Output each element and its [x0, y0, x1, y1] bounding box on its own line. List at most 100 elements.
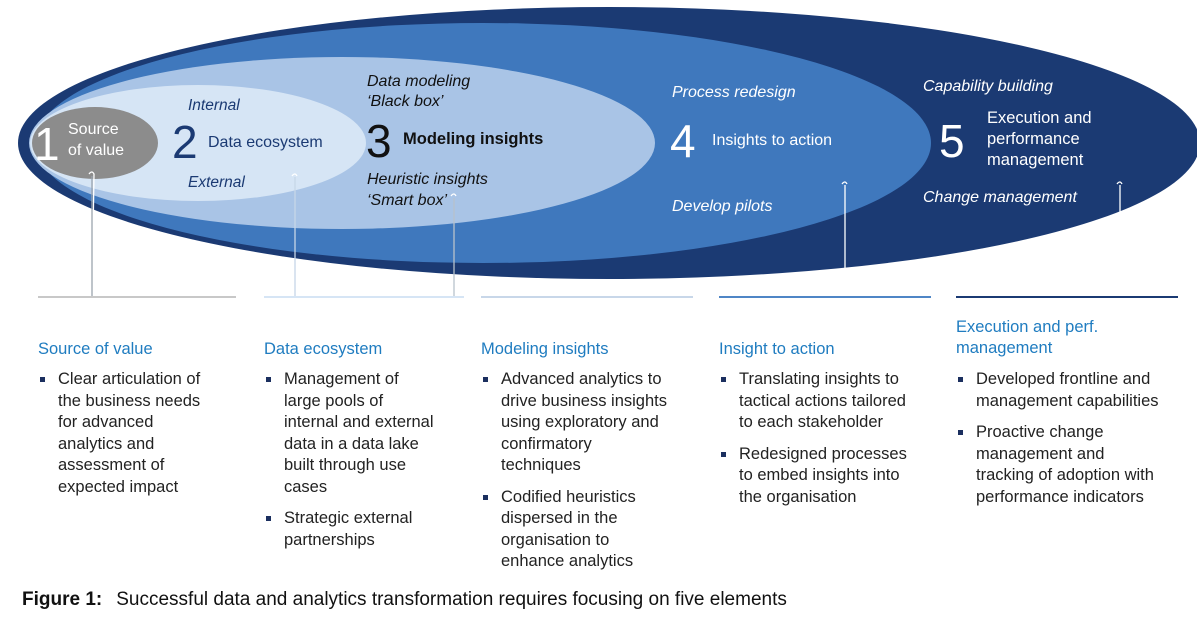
bullet-line: analytics and: [58, 434, 155, 453]
bullet-line: Translating insights to: [739, 370, 899, 388]
connector-4: [841, 181, 848, 185]
column-rule: [38, 296, 236, 298]
stage-5-title-line2: performance: [987, 130, 1080, 148]
nested-ellipses-diagram: 1 Source of value Internal 2 Data ecosys…: [18, 7, 1197, 299]
connector-3: [450, 193, 457, 197]
bullet-line: large pools of: [284, 391, 384, 410]
list-item: Management of large pools of internal an…: [264, 369, 464, 498]
bullet-line: drive business insights: [501, 391, 667, 410]
bullet-icon: [721, 451, 726, 457]
bullet-line: performance indicators: [976, 487, 1144, 506]
bullet-icon: [958, 377, 963, 382]
column-rule: [956, 296, 1178, 298]
stage-2-above: Internal: [188, 97, 240, 114]
stage-3-below-line1: Heuristic insights: [367, 171, 488, 188]
bullet-list: Advanced analytics to drive business ins…: [481, 369, 693, 583]
bullet-line: to embed insights into: [739, 466, 900, 484]
bullet-line: Clear articulation of: [58, 370, 201, 388]
column-heading: Source of value: [38, 340, 153, 358]
column-data-ecosystem: Data ecosystem Management of large pools…: [264, 296, 464, 576]
stage-4-number: 4: [670, 115, 696, 167]
bullet-line: techniques: [501, 456, 581, 474]
column-modeling-insights: Modeling insights Advanced analytics to …: [481, 296, 693, 576]
connector-2: [291, 173, 298, 177]
bullet-icon: [483, 377, 488, 382]
stage-1-title-line2: of value: [68, 142, 124, 159]
column-rule: [481, 296, 693, 298]
figure-caption-label: Figure 1:: [22, 589, 103, 610]
figure-caption-text: Successful data and analytics transforma…: [116, 589, 787, 610]
column-heading: Data ecosystem: [264, 340, 383, 358]
stage-3-above-line1: Data modeling: [367, 73, 470, 90]
list-item: Developed frontline and management capab…: [956, 369, 1178, 412]
bullet-line: the organisation: [739, 487, 857, 506]
bullet-line: enhance analytics: [501, 552, 634, 570]
bullet-line: Redesigned processes: [739, 444, 907, 463]
list-item: Strategic external partnerships: [264, 508, 464, 551]
bullet-line: to each stakeholder: [739, 413, 884, 431]
bullet-line: the business needs: [58, 391, 201, 410]
stage-5-above: Capability building: [923, 78, 1053, 95]
stage-2-number: 2: [172, 116, 198, 168]
bullet-line: management and: [976, 444, 1105, 463]
bullet-line: Proactive change: [976, 423, 1104, 441]
column-rule: [264, 296, 464, 298]
bullet-line: internal and external: [284, 413, 434, 431]
stage-3-below-line2: ‘Smart box’: [367, 192, 447, 209]
bullet-line: Strategic external: [284, 509, 413, 527]
stage-3-title: Modeling insights: [403, 130, 543, 148]
list-item: Clear articulation of the business needs…: [38, 369, 236, 498]
stage-5-number: 5: [939, 115, 965, 167]
bullet-list: Translating insights to tactical actions…: [719, 369, 931, 518]
bullet-list: Management of large pools of internal an…: [264, 369, 464, 561]
stage-3-number: 3: [366, 115, 392, 167]
bullet-icon: [721, 377, 726, 382]
list-item: Translating insights to tactical actions…: [719, 369, 931, 434]
bullet-line: cases: [284, 477, 328, 496]
bullet-line: organisation to: [501, 530, 610, 549]
bullet-line: built through use: [284, 456, 407, 474]
stage-4-title: Insights to action: [712, 132, 832, 149]
list-item: Redesigned processes to embed insights i…: [719, 444, 931, 509]
stage-5-title-line3: management: [987, 151, 1084, 169]
column-insight-to-action: Insight to action Translating insights t…: [719, 296, 931, 576]
column-execution: Execution and perf. management Developed…: [956, 296, 1178, 576]
bullet-line: Management of: [284, 370, 399, 388]
bullet-line: Advanced analytics to: [501, 370, 662, 388]
bullet-line: assessment of: [58, 456, 165, 474]
bullet-icon: [266, 377, 271, 382]
bullet-line: tracking of adoption with: [976, 466, 1154, 484]
column-heading-line: Execution and perf.: [956, 318, 1099, 336]
bullet-line: tactical actions tailored: [739, 391, 906, 410]
bullet-icon: [483, 494, 488, 500]
list-item: Codified heuristics dispersed in the org…: [481, 487, 693, 573]
column-heading-line: management: [956, 339, 1053, 357]
bullet-line: for advanced: [58, 413, 154, 431]
bullet-list: Clear articulation of the business needs…: [38, 369, 236, 508]
stage-3-above-line2: ‘Black box’: [367, 93, 444, 110]
bullet-line: Developed frontline and: [976, 370, 1151, 388]
bullet-icon: [958, 430, 963, 435]
connector-1: [88, 171, 95, 299]
column-heading: Insight to action: [719, 340, 835, 358]
stage-1-title-line1: Source: [68, 121, 119, 138]
connector-5: [1116, 181, 1123, 185]
stage-4-above: Process redesign: [672, 84, 796, 101]
bullet-icon: [40, 377, 45, 382]
stage-4-below: Develop pilots: [672, 198, 773, 215]
bullet-list: Developed frontline and management capab…: [956, 369, 1178, 518]
bullet-line: confirmatory: [501, 434, 592, 453]
bullet-line: expected impact: [58, 477, 179, 496]
stage-2-title: Data ecosystem: [208, 134, 323, 151]
stage-2-below: External: [188, 174, 245, 191]
stage-1-number: 1: [34, 118, 60, 170]
figure-caption: Figure 1: Successful data and analytics t…: [22, 589, 787, 611]
bullet-line: using exploratory and: [501, 413, 659, 431]
bullet-line: Codified heuristics: [501, 487, 636, 506]
ellipse-source-of-value: [32, 107, 158, 179]
stage-5-below: Change management: [923, 189, 1077, 206]
list-item: Proactive change management and tracking…: [956, 422, 1178, 508]
bullet-line: partnerships: [284, 530, 375, 549]
bullet-line: dispersed in the: [501, 509, 618, 527]
list-item: Advanced analytics to drive business ins…: [481, 369, 693, 477]
